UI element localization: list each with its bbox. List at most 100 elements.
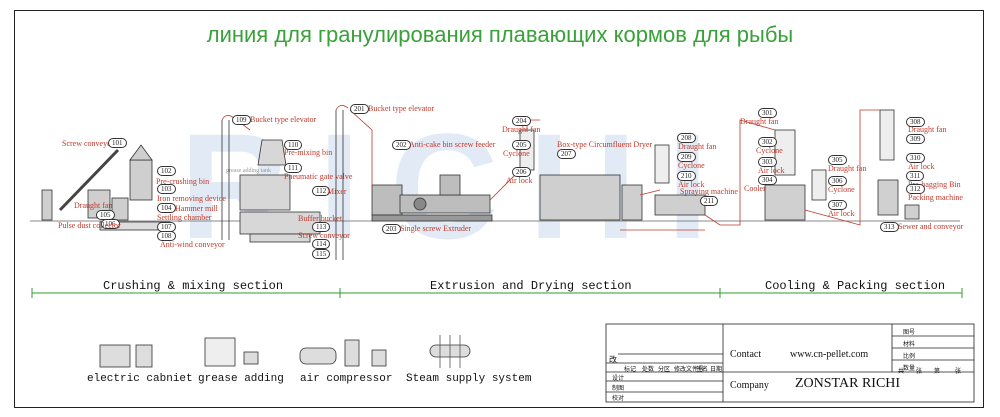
cooling-packing-machinery xyxy=(764,109,920,221)
label-spraying: Spraying machine xyxy=(680,187,738,196)
drawing-frame xyxy=(14,10,984,408)
num-110: 110 xyxy=(284,140,303,150)
aux-electric-cabinet: electric cabniet xyxy=(87,373,193,385)
aux-air-compressor: air compressor xyxy=(300,373,393,385)
tb-row1-5: 日期 xyxy=(710,367,723,373)
num-211: 211 xyxy=(700,196,719,206)
page-title: линия для гранулирования плавающих кормо… xyxy=(206,22,794,47)
num-108: 108 xyxy=(157,231,176,241)
label-packing: Packing machine xyxy=(908,193,963,202)
num-111: 111 xyxy=(284,163,302,173)
anti-cake-bin-shape xyxy=(371,184,403,216)
aux-steam-supply: Steam supply system xyxy=(406,373,532,385)
tb-left-2: 校对 xyxy=(612,396,625,402)
cyclone-d-shape xyxy=(811,169,827,201)
tb-contact-label: Contact xyxy=(730,349,762,360)
label-screw-conveyor-2: Screw conveyor xyxy=(298,231,350,240)
num-101: 101 xyxy=(108,138,127,148)
num-306: 306 xyxy=(828,176,847,186)
tb-change-mark: 改 xyxy=(609,355,617,364)
aux-grease-adding: grease adding xyxy=(198,373,284,385)
tb-rb-1: 张 xyxy=(916,369,923,375)
num-104: 104 xyxy=(157,203,176,213)
num-208: 208 xyxy=(677,133,696,143)
num-113: 113 xyxy=(312,222,331,232)
mixing-machinery xyxy=(239,139,321,243)
num-302: 302 xyxy=(758,137,777,147)
cyclone-c-shape xyxy=(774,129,796,176)
tb-rb-3: 张 xyxy=(955,369,962,375)
cyclone-b-shape xyxy=(654,144,670,184)
label-sewer: Sewer and conveyor xyxy=(898,222,964,231)
num-109: 109 xyxy=(232,115,251,125)
label-air-lock-d: Air lock xyxy=(828,209,855,218)
label-draught-fan-b: Draught fan xyxy=(502,125,541,134)
tb-row1-3: 修改文件号 xyxy=(674,367,705,373)
label-settling-chamber: Settling chamber xyxy=(157,213,212,222)
pre-mixing-bin-shape xyxy=(257,139,287,166)
num-204: 204 xyxy=(512,116,531,126)
aux-icons xyxy=(99,335,471,368)
num-203: 203 xyxy=(382,224,401,234)
num-206: 206 xyxy=(512,167,531,177)
num-115: 115 xyxy=(312,249,331,259)
pre-crushing-bin-shape xyxy=(129,159,153,201)
tb-row1-0: 标记 xyxy=(624,367,637,373)
tb-right-2: 比例 xyxy=(903,354,916,360)
section-extrusion: Extrusion and Drying section xyxy=(430,279,632,293)
label-screw-conveyor: Screw conveyor xyxy=(62,139,114,148)
grease-adding-icon xyxy=(204,337,236,367)
air-tank-icon xyxy=(344,339,360,367)
num-310: 310 xyxy=(906,153,925,163)
label-air-lock-c: Air lock xyxy=(758,166,785,175)
label-air-lock-e: Air lock xyxy=(908,162,935,171)
num-210: 210 xyxy=(677,171,696,181)
num-112: 112 xyxy=(312,186,331,196)
label-bucket-elevator-1: Bucket type elevator xyxy=(250,115,317,124)
label-anti-wind: Anti-wind conveyor xyxy=(160,240,225,249)
bin-top xyxy=(129,144,153,161)
pre-bagging-bin-shape xyxy=(877,179,899,216)
conditioner-shape xyxy=(439,174,461,196)
pipelines xyxy=(349,109,880,231)
label-grease-tank: grease adding tank xyxy=(226,168,271,174)
tb-company-value: ZONSTAR RICHI xyxy=(795,376,901,391)
dust-collector-shape xyxy=(111,197,129,221)
tb-row1-1: 处数 xyxy=(642,367,655,373)
label-anti-cake: Anti-cake bin screw feeder xyxy=(409,140,496,149)
num-313: 313 xyxy=(880,222,899,232)
num-201: 201 xyxy=(350,104,369,114)
label-pneumatic-gate: Pneumatic gate valve xyxy=(284,172,353,181)
section-crushing: Crushing & mixing section xyxy=(103,279,284,293)
num-103: 103 xyxy=(157,184,176,194)
extruder-motor xyxy=(413,197,427,211)
label-air-lock-a: Air lock xyxy=(506,176,533,185)
extruder-shape xyxy=(399,194,491,214)
tb-left-1: 制图 xyxy=(612,386,625,392)
label-iron-removing: Iron removing device xyxy=(157,194,226,203)
extruder-base xyxy=(371,214,493,222)
num-205: 205 xyxy=(512,140,531,150)
label-hammer-mill: Hammer mill xyxy=(175,204,218,213)
num-307: 307 xyxy=(828,200,847,210)
label-draught-fan-d: Draught fan xyxy=(740,117,779,126)
label-draught-fan-e: Draught fan xyxy=(828,164,867,173)
cyclone-e-shape xyxy=(879,109,895,161)
feed-hopper xyxy=(41,189,53,221)
label-cyclone-c: Cyclone xyxy=(756,146,783,155)
num-102: 102 xyxy=(157,166,176,176)
air-dryer-icon xyxy=(371,349,387,367)
num-114: 114 xyxy=(312,239,331,249)
label-bucket-elevator-2: Bucket type elevator xyxy=(368,104,435,113)
label-pulse-dust: Pulse dust collector xyxy=(58,221,121,230)
label-draught-fan-f: Draught fan xyxy=(908,125,947,134)
num-106: 106 xyxy=(101,219,120,229)
air-compressor-icon xyxy=(299,347,337,365)
label-draught-fan-c: Draught fan xyxy=(678,142,717,151)
tb-contact-value: www.cn-pellet.com xyxy=(790,349,869,360)
label-dryer: Box-type Circumfluent Dryer xyxy=(557,140,653,149)
num-309: 309 xyxy=(906,134,925,144)
label-air-lock-b: Air lock xyxy=(678,180,705,189)
screw-conveyor-shape xyxy=(58,148,120,212)
